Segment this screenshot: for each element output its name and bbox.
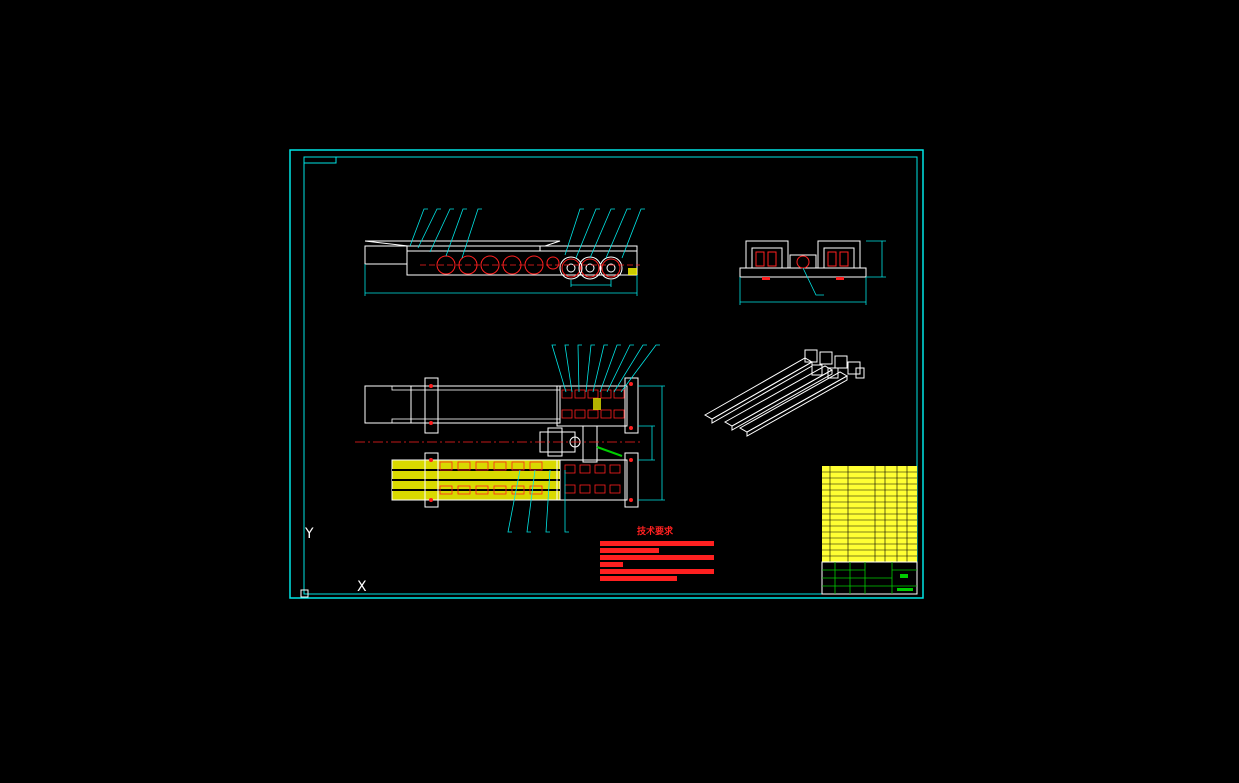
plan-view-top-leaders <box>551 344 660 393</box>
requirement-line-3 <box>600 555 714 560</box>
technical-requirements-title: 技术要求 <box>637 525 674 537</box>
ucs-origin-box <box>300 589 309 598</box>
roller-circles <box>436 255 621 278</box>
plan-view <box>355 344 665 533</box>
corner-tab <box>304 157 337 164</box>
front-view-dimension <box>364 264 638 296</box>
front-view <box>364 208 645 296</box>
front-view-leaders <box>409 208 645 259</box>
lower-plate <box>391 452 639 508</box>
requirement-line-6 <box>600 576 677 581</box>
inner-border <box>303 156 918 595</box>
outer-border <box>289 149 924 599</box>
ucs-x-label: X <box>357 579 367 595</box>
plan-view-bottom-leaders <box>507 469 569 533</box>
side-view <box>739 240 886 305</box>
title-block <box>821 466 918 595</box>
requirement-line-5 <box>600 569 714 574</box>
ucs-y-label: Y <box>304 526 314 542</box>
requirement-line-2 <box>600 548 659 553</box>
isometric-view <box>703 349 865 437</box>
requirement-line-1 <box>600 541 714 546</box>
ucs-icon: Y X <box>300 526 367 598</box>
technical-requirements: 技术要求 <box>600 525 714 581</box>
requirement-line-4 <box>600 562 623 567</box>
sheet-frame <box>289 149 924 599</box>
